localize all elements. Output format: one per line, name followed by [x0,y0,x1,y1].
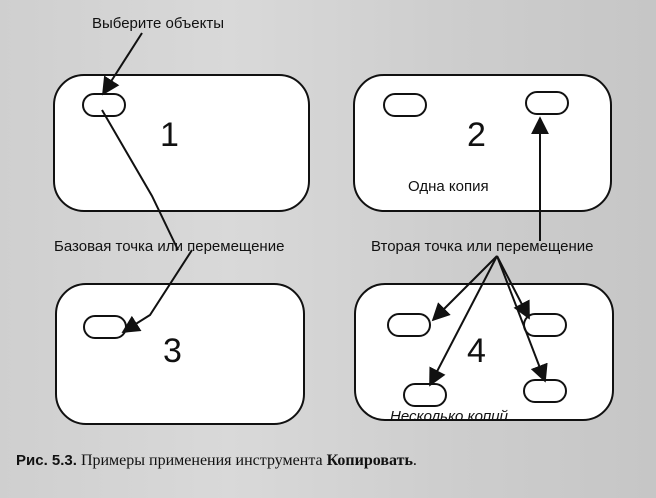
panel-4-copy-object-1 [523,313,567,337]
panel-2 [353,74,612,212]
panel-3-number: 3 [163,332,182,370]
base-point-label: Базовая точка или перемещение [54,238,285,255]
panel-4 [354,283,614,421]
panel-1 [53,74,310,212]
panel-2-copy-object [525,91,569,115]
one-copy-label: Одна копия [408,178,489,195]
panel-4-copy-object-2 [523,379,567,403]
panel-1-number: 1 [160,116,179,154]
figure-number: Рис. 5.3. [16,452,77,469]
displacement-leader [121,249,193,333]
tool-name: Копировать [326,452,413,469]
caption-suffix: . [412,452,417,469]
select-objects-label: Выберите объекты [92,15,225,32]
second-point-arrow-3 [496,255,548,383]
caption-text: Примеры применения инструмента [80,452,327,469]
second-point-arrow-1 [431,255,498,322]
panel-4-copy-object-3 [403,383,447,407]
figure-caption: Рис. 5.3. Примеры применения инструмента… [16,452,636,470]
panel-4-original-object [387,313,431,337]
second-point-label: Вторая точка или перемещение [371,238,594,255]
second-point-arrow-2 [496,255,530,320]
panel-2-original-object [383,93,427,117]
second-point-arrow-4 [429,255,498,387]
select-objects-arrow [102,32,143,96]
panel-3-object [83,315,127,339]
panel-3 [55,283,305,425]
panel-2-number: 2 [467,116,486,154]
base-point-leader [101,109,179,251]
multiple-copies-label: Несколько копий [390,408,508,425]
panel-4-number: 4 [467,332,486,370]
